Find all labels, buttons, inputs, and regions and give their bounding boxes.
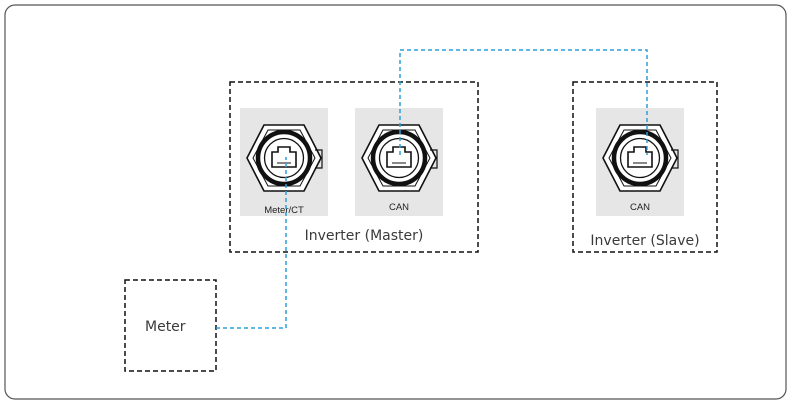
rj45-port-icon (596, 108, 684, 216)
diagram-frame (4, 4, 787, 400)
rj45-port-icon (355, 108, 443, 216)
inverter-slave-label: Inverter (Slave) (590, 233, 699, 249)
inverter-master-label: Inverter (Master) (305, 228, 424, 244)
rj45-port-icon (240, 108, 328, 216)
slave-can-port (596, 108, 684, 216)
master-can-port (355, 108, 443, 216)
meter: Meter (124, 279, 217, 372)
meter-label: Meter (145, 319, 186, 335)
inverter-master: Meter/CT CAN Inverter (Master) (229, 81, 479, 253)
meter-box (124, 279, 217, 372)
inverter-slave: CAN Inverter (Slave) (572, 81, 718, 253)
meter-cable (216, 157, 287, 329)
can-cable (399, 49, 648, 155)
inverter-slave-box (572, 81, 718, 253)
inverter-master-box (229, 81, 479, 253)
master-can-port-label: CAN (389, 202, 409, 213)
meter-ct-port (240, 108, 328, 216)
meter-ct-port-label: Meter/CT (264, 205, 304, 216)
slave-can-port-label: CAN (630, 202, 650, 213)
